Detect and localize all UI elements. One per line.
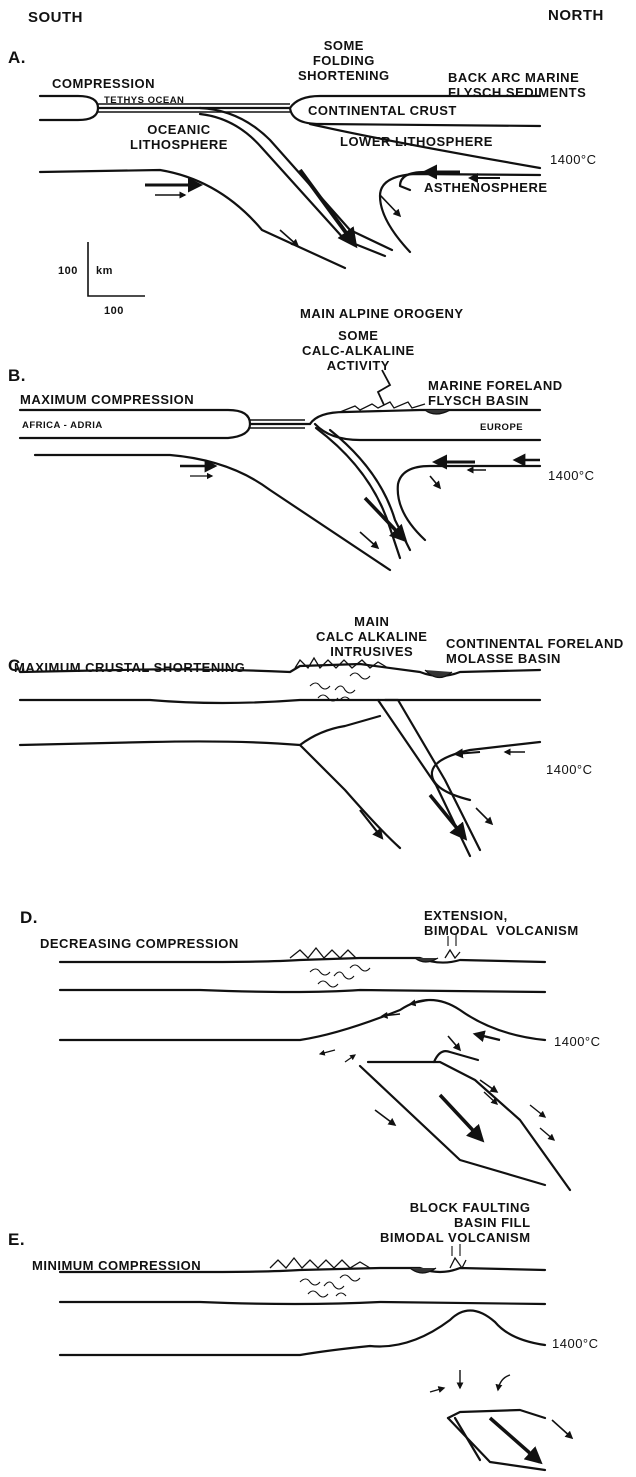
calc-alkaline-activity-label: SOME CALC-ALKALINE ACTIVITY [302, 328, 415, 373]
temperature-c-label: 1400°C [546, 762, 593, 777]
marine-foreland-label: MARINE FORELAND FLYSCH BASIN [428, 378, 563, 408]
panel-a-drawing [40, 96, 540, 296]
continental-crust-label: CONTINENTAL CRUST [308, 103, 457, 118]
scale-horizontal-label: 100 [104, 304, 124, 319]
decreasing-compression-label: DECREASING COMPRESSION [40, 936, 239, 951]
panel-d-letter: D. [20, 910, 38, 925]
scale-unit-label: km [96, 264, 113, 279]
compression-label: COMPRESSION [52, 76, 155, 91]
asthenosphere-label: ASTHENOSPHERE [424, 180, 548, 195]
folding-shortening-label: SOME FOLDING SHORTENING [298, 38, 390, 83]
north-header: NORTH [548, 8, 604, 23]
temperature-b-label: 1400°C [548, 468, 595, 483]
temperature-d-label: 1400°C [554, 1034, 601, 1049]
africa-adria-label: AFRICA - ADRIA [22, 418, 103, 433]
maximum-crustal-shortening-label: MAXIMUM CRUSTAL SHORTENING [14, 660, 245, 675]
panel-a-letter: A. [8, 50, 26, 65]
main-alpine-orogeny-label: MAIN ALPINE OROGENY [300, 306, 464, 321]
minimum-compression-label: MINIMUM COMPRESSION [32, 1258, 201, 1273]
block-faulting-label: BLOCK FAULTING BASIN FILL BIMODAL VOLCAN… [380, 1200, 531, 1245]
panel-e-drawing [60, 1244, 572, 1470]
extension-volcanism-label: EXTENSION, BIMODAL VOLCANISM [424, 908, 579, 938]
main-intrusives-label: MAIN CALC ALKALINE INTRUSIVES [316, 614, 427, 659]
panel-e-letter: E. [8, 1232, 25, 1247]
panel-c-drawing [20, 658, 540, 856]
back-arc-label: BACK ARC MARINE FLYSCH SEDIMENTS [448, 70, 586, 100]
scale-vertical-label: 100 [58, 264, 78, 279]
temperature-e-label: 1400°C [552, 1336, 599, 1351]
panel-b-letter: B. [8, 368, 26, 383]
oceanic-lithosphere-label: OCEANIC LITHOSPHERE [130, 122, 228, 152]
maximum-compression-label: MAXIMUM COMPRESSION [20, 392, 194, 407]
south-header: SOUTH [28, 10, 83, 25]
molasse-basin-label: CONTINENTAL FORELAND MOLASSE BASIN [446, 636, 624, 666]
tethys-ocean-label: TETHYS OCEAN [104, 93, 184, 108]
europe-label: EUROPE [480, 420, 523, 435]
panel-d-drawing [60, 934, 570, 1190]
temperature-a-label: 1400°C [550, 152, 597, 167]
lower-lithosphere-label: LOWER LITHOSPHERE [340, 134, 493, 149]
